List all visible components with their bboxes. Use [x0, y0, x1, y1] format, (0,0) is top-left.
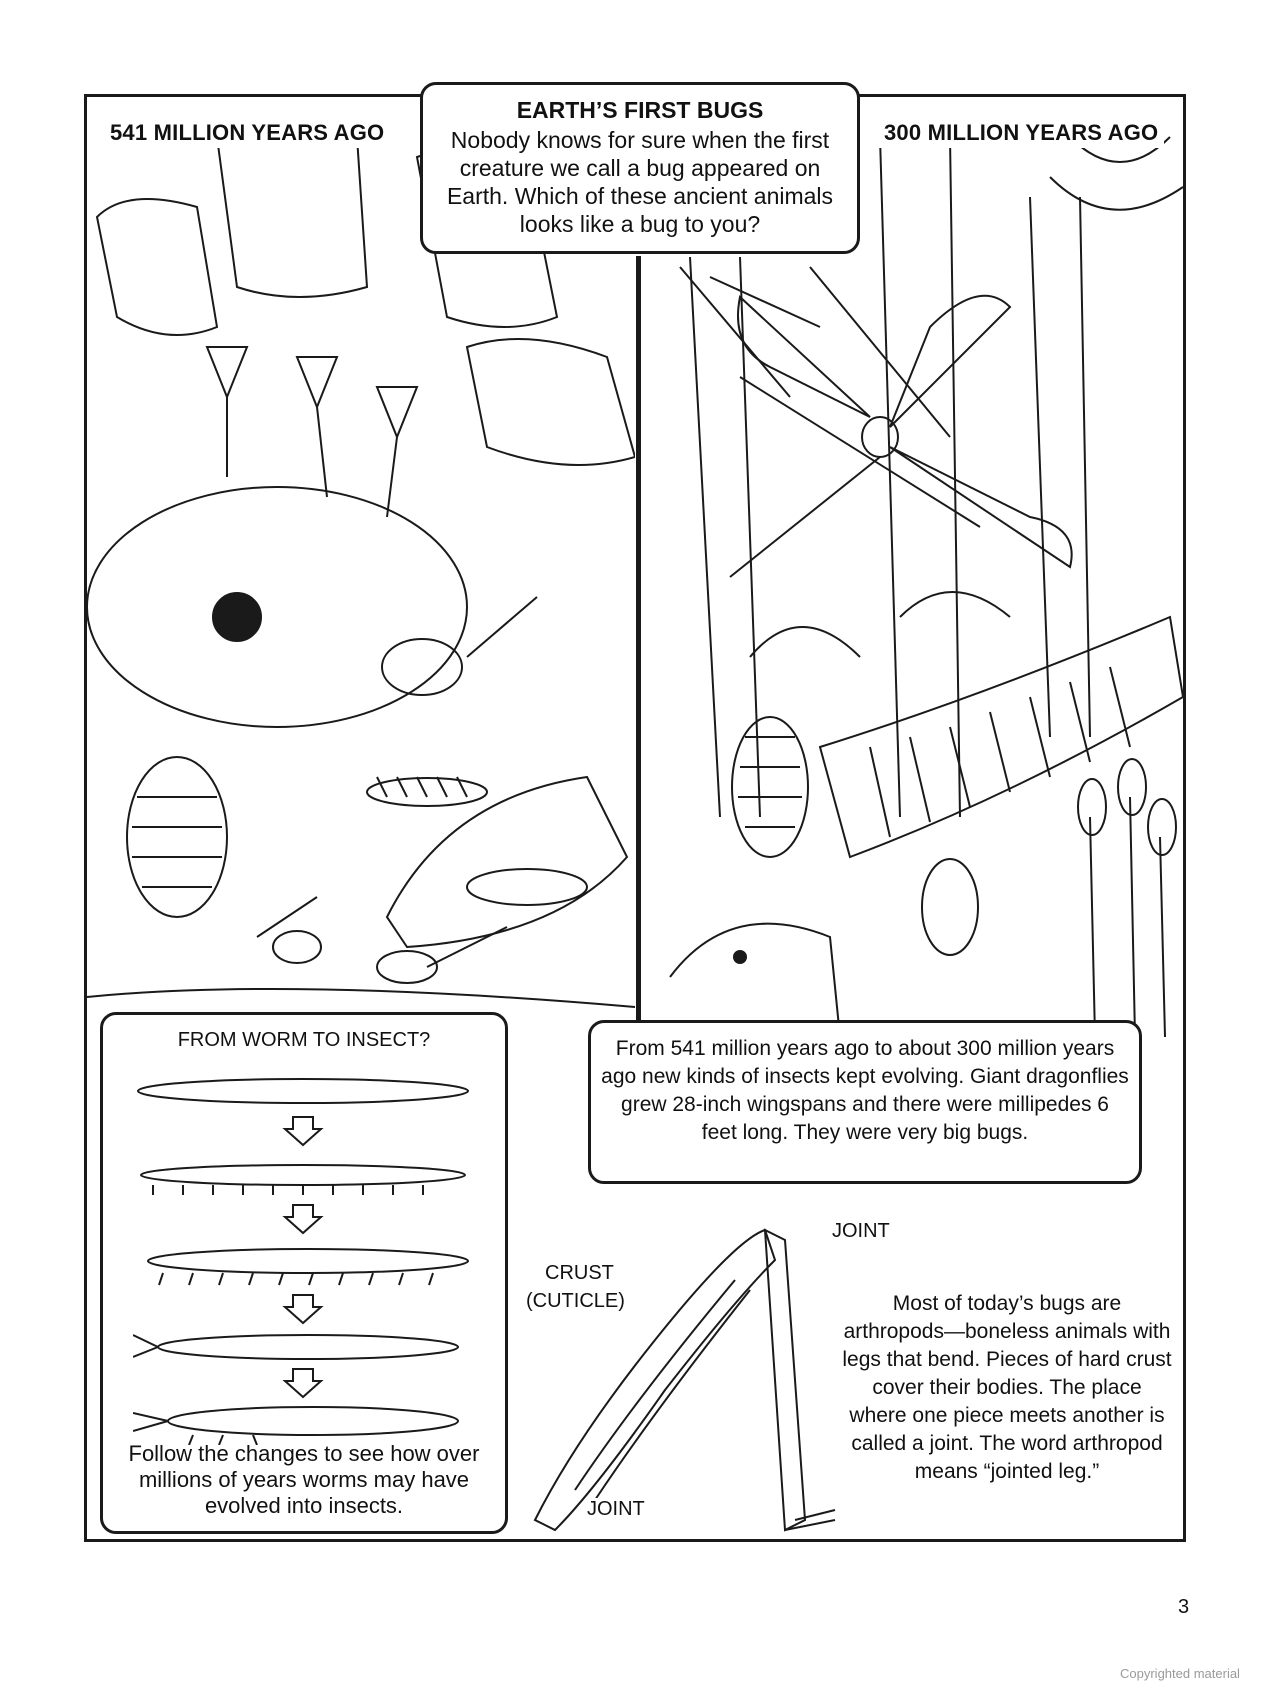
arrow-down-icon: [282, 1116, 324, 1147]
copyright-notice: Copyrighted material: [1120, 1666, 1240, 1681]
scene-divider: [636, 256, 641, 1026]
joint-label-bottom: JOINT: [585, 1498, 647, 1521]
era-label-300: 300 MILLION YEARS AGO: [878, 118, 1165, 148]
ancient-sea-scene-541: [87, 126, 635, 1008]
cuticle-label: (CUTICLE): [524, 1290, 627, 1313]
stage-insect-like: [167, 1406, 459, 1436]
arthropod-text: Most of today’s bugs are arthropods—bone…: [842, 1290, 1172, 1486]
arrow-down-icon: [282, 1204, 324, 1235]
crust-label: CRUST: [543, 1262, 616, 1285]
arthropod-leg-diagram: [533, 1228, 836, 1532]
page-number: 3: [1178, 1596, 1190, 1618]
joint-label-top: JOINT: [830, 1220, 892, 1243]
stage-head-forming: [147, 1248, 469, 1274]
stage-antennae: [157, 1334, 459, 1360]
arrow-down-icon: [282, 1368, 324, 1399]
page-title: EARTH’S FIRST BUGS: [516, 97, 764, 123]
worm-box-title: FROM WORM TO INSECT?: [177, 1029, 431, 1051]
worm-to-insect-box: FROM WORM TO INSECT? Follow the changes …: [100, 1012, 508, 1534]
stage-worm: [137, 1078, 469, 1104]
stage-segmented-legs: [140, 1164, 466, 1186]
title-box: EARTH’S FIRST BUGS Nobody knows for sure…: [420, 82, 860, 254]
info-box: From 541 million years ago to about 300 …: [588, 1020, 1142, 1184]
era-label-541: 541 MILLION YEARS AGO: [104, 118, 391, 148]
intro-text: Nobody knows for sure when the first cre…: [446, 127, 834, 237]
arrow-down-icon: [282, 1294, 324, 1325]
worm-to-insect-sequence: [133, 1078, 469, 1445]
carboniferous-forest-scene-300: [669, 136, 1183, 1037]
worm-box-caption: Follow the changes to see how over milli…: [128, 1441, 480, 1518]
